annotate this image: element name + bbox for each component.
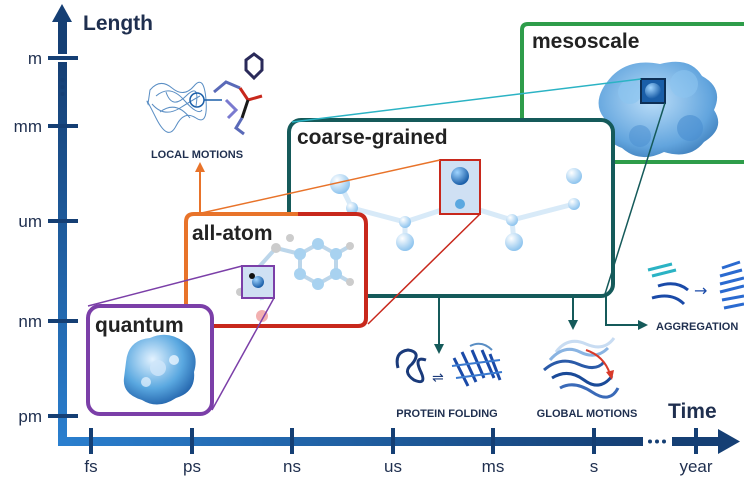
x-tick-label: ms [482,457,505,476]
x-tick-mark [290,428,294,454]
global-motions-caption: GLOBAL MOTIONS [537,408,638,420]
global-motions-figure: GLOBAL MOTIONS [537,337,638,420]
y-tick-label: um [18,212,42,231]
y-tick-mark [48,319,78,323]
y-tick-label: pm [18,407,42,426]
aa-connector-lines [87,265,275,411]
x-tick-label: s [590,457,599,476]
coarse-grained-title: coarse-grained [297,126,448,149]
x-tick-label: ps [183,457,201,476]
x-tick-mark [491,428,495,454]
equilibrium-arrow-icon: ⇌ [432,370,444,386]
aggregation-caption: AGGREGATION [656,321,738,333]
electron-density-image [123,334,196,405]
x-axis-title: Time [668,400,717,423]
y-ticks: m mm um nm pm [14,49,78,426]
x-axis [58,429,740,454]
quantum-title: quantum [95,314,184,337]
zoom-connector-lines [187,78,666,325]
quantum-box: quantum [86,304,214,416]
teal-arrow-global [568,296,578,330]
teal-arrow-aggregation [605,296,648,330]
x-tick-mark [391,428,395,454]
x-tick-mark [190,428,194,454]
fibril-image [647,260,744,310]
coarse-grained-box: coarse-grained [287,118,615,298]
coarse-grained-bead-set [330,168,582,251]
all-atom-title: all-atom [192,222,273,245]
local-motions-caption: LOCAL MOTIONS [151,149,243,161]
teal-arrow-folding [434,296,444,354]
y-tick-mark [48,124,78,128]
aggregation-figure: → AGGREGATION [647,260,744,333]
x-tick-mark [592,428,596,454]
y-tick-mark [48,414,78,418]
aggregation-arrow-icon: → [694,281,707,300]
x-tick-label: ns [283,457,301,476]
x-tick-label: us [384,457,402,476]
y-tick-mark [48,219,78,223]
mesoscale-title: mesoscale [532,30,639,53]
y-tick-mark [48,56,78,60]
protein-folding-figure: ⇌ PROTEIN FOLDING [395,342,503,420]
unfolded-chain-image [395,348,427,384]
y-tick-label: nm [18,312,42,331]
x-tick-label: fs [84,457,97,476]
y-tick-label: mm [14,117,42,136]
orange-arrow-local-motions [195,162,205,212]
y-axis [52,4,72,446]
beta-barrel-image [451,342,503,387]
x-tick-mark [694,428,698,454]
residue-stick-image [213,52,264,136]
protein-surface-image [598,61,719,158]
mesoscale-box: mesoscale [520,22,744,164]
protein-conformations-image [543,337,620,399]
x-ticks: fs ps ns us ms s year [84,428,713,476]
protein-ribbon-image [146,81,207,133]
y-axis-title: Length [83,12,153,35]
all-atom-box: all-atom [184,212,368,328]
y-tick-label: m [28,49,42,68]
x-tick-mark [89,428,93,454]
x-tick-label: year [679,457,712,476]
local-motions-figure: LOCAL MOTIONS [146,52,264,161]
protein-folding-caption: PROTEIN FOLDING [396,408,497,420]
